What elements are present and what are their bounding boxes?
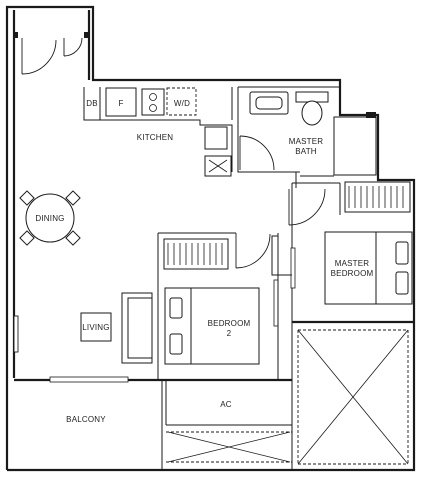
sink bbox=[204, 126, 228, 150]
washer-dryer-box bbox=[166, 87, 197, 116]
shower bbox=[333, 116, 377, 176]
fridge-label: F bbox=[118, 99, 123, 108]
dining-label: DINING bbox=[35, 214, 64, 223]
master-bath-label-1: MASTER bbox=[289, 137, 324, 146]
bedroom2-label-1: BEDROOM bbox=[208, 319, 251, 328]
bedroom2-label-2: 2 bbox=[227, 329, 232, 338]
master-bedroom-label-1: MASTER bbox=[335, 259, 370, 268]
washer-dryer-label: W/D bbox=[174, 99, 190, 108]
fridge-box bbox=[105, 87, 137, 117]
void-area bbox=[292, 320, 414, 465]
master-bath-area bbox=[237, 86, 377, 188]
master-bedroom-area bbox=[288, 181, 413, 320]
kitchen-label: KITCHEN bbox=[137, 133, 174, 142]
living-area bbox=[13, 292, 153, 364]
toilet bbox=[301, 100, 323, 126]
living-label: LIVING bbox=[82, 323, 109, 332]
kitchen-area bbox=[83, 87, 233, 177]
balcony-ac-area bbox=[14, 320, 293, 470]
entrance-door bbox=[14, 32, 88, 75]
master-bath-label-2: BATH bbox=[295, 147, 317, 156]
hob bbox=[141, 88, 165, 116]
coffee-table bbox=[80, 312, 112, 342]
db-label: DB bbox=[86, 99, 98, 108]
bedroom2-area bbox=[157, 232, 292, 380]
master-bedroom-label-2: BEDROOM bbox=[331, 269, 374, 278]
wardrobe-bedroom2 bbox=[163, 238, 229, 270]
ac-label: AC bbox=[220, 400, 232, 409]
wardrobe-master bbox=[344, 181, 411, 213]
dining-table bbox=[25, 193, 75, 243]
dining-area bbox=[19, 190, 81, 246]
balcony-label: BALCONY bbox=[66, 415, 106, 424]
